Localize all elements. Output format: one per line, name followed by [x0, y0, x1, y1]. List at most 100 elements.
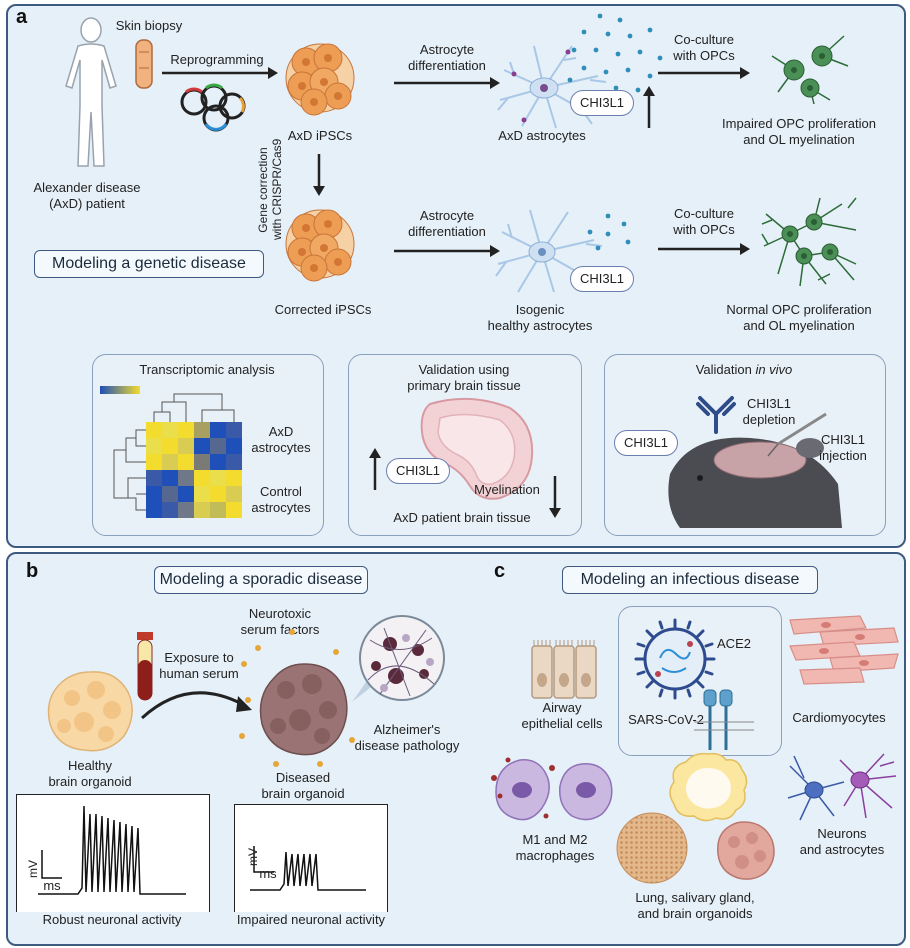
transcriptomic-control-line2: astrocytes	[251, 500, 311, 515]
validation-primary-title-line1: Validation using	[418, 362, 510, 377]
coculture-top-line2: with OPCs	[673, 48, 735, 63]
patient-figure-icon	[65, 17, 117, 167]
panel-a-title: Modeling a genetic disease	[34, 250, 264, 278]
transcriptomic-axd-line2: astrocytes	[251, 440, 311, 455]
impaired-ms-label: ms	[259, 866, 277, 881]
healthy-astrocyte-icon	[495, 209, 603, 293]
antibody-icon	[696, 396, 736, 434]
astro-diff-bottom-arrow	[394, 245, 500, 257]
panel-a-letter: a	[16, 6, 28, 28]
colorbar-legend	[100, 386, 140, 394]
airway-label-line2: epithelial cells	[521, 716, 603, 731]
pathology-zoom-icon	[352, 615, 445, 702]
cardiomyocytes-icon	[789, 615, 899, 685]
chi3l1-pill-invivo: CHI3L1	[614, 430, 678, 456]
gene-correction-label-line2: with CRISPR/Cas9	[270, 138, 284, 240]
chi3l1-pill-top: CHI3L1	[570, 90, 634, 116]
heatmap	[146, 422, 242, 518]
neurons-label-line2: and astrocytes	[799, 842, 885, 857]
sars-cov-2-icon	[634, 618, 716, 700]
chi3l1-up-arrow-primary	[369, 448, 381, 490]
isogenic-label-line1: Isogenic	[515, 302, 565, 317]
reprogramming-label: Reprogramming	[170, 52, 264, 67]
organoids-label-line2: and brain organoids	[637, 906, 753, 921]
impaired-trace	[250, 846, 366, 891]
panel-c-title: Modeling an infectious disease	[562, 566, 818, 594]
diseased-organoid-line1: Diseased	[275, 770, 331, 785]
astro-diff-bottom-line2: differentiation	[408, 224, 486, 239]
blood-tube-icon	[137, 632, 153, 701]
robust-trace	[38, 805, 186, 895]
axd-ipscs-label: AxD iPSCs	[287, 128, 353, 143]
axd-astrocytes-label: AxD astrocytes	[498, 128, 586, 143]
secreted-dots-top-icon	[567, 13, 663, 93]
mouse-icon	[668, 412, 842, 528]
panel-b-title: Modeling a sporadic disease	[154, 566, 368, 594]
biopsy-tube-icon	[135, 39, 153, 89]
plasmid-icon	[180, 83, 246, 132]
macrophages-icon	[491, 757, 613, 821]
neurotoxic-label-line1: Neurotoxic	[248, 606, 312, 621]
myelination-label: Myelination	[474, 482, 540, 497]
patient-label-line1: Alexander disease	[33, 180, 141, 195]
panel-c-letter: c	[494, 560, 506, 582]
alzheimer-label-line2: disease pathology	[354, 738, 460, 753]
ace2-receptor-icon	[694, 689, 754, 750]
transcriptomic-axd-line1: AxD	[268, 424, 294, 439]
lung-organoid-icon	[669, 752, 748, 822]
myelination-down-arrow	[549, 476, 561, 518]
healthy-organoid-line2: brain organoid	[48, 774, 132, 789]
validation-invivo-title-prefix: Validation	[695, 362, 756, 377]
serum-factor-dots-icon	[239, 629, 355, 767]
depletion-label-line1: CHI3L1	[746, 396, 792, 411]
robust-mv-label: mV	[26, 860, 40, 878]
normal-label-line2: and OL myelination	[743, 318, 855, 333]
exposure-label-line1: Exposure to	[164, 650, 234, 665]
gene-correction-arrow	[313, 154, 325, 196]
depletion-label-line2: depletion	[742, 412, 796, 427]
coculture-bottom-line1: Co-culture	[674, 206, 734, 221]
cardiomyocytes-label: Cardiomyocytes	[792, 710, 886, 725]
coculture-top-arrow	[658, 67, 750, 79]
dendrogram-left	[113, 429, 146, 511]
axd-ipscs-cluster-icon	[285, 43, 355, 116]
corrected-ipscs-cluster-icon	[285, 209, 355, 282]
injection-label-line1: CHI3L1	[820, 432, 866, 447]
secreted-dots-bottom-icon	[587, 213, 631, 251]
diseased-organoid-line2: brain organoid	[261, 786, 345, 801]
panel-b-letter: b	[26, 560, 39, 582]
transcriptomic-control-line1: Control	[260, 484, 302, 499]
exposure-arrow	[140, 691, 252, 720]
patient-label-line2: (AxD) patient	[49, 196, 125, 211]
brain-organoid-c-icon	[717, 821, 775, 880]
normal-label-line1: Normal OPC proliferation	[726, 302, 872, 317]
airway-label-line1: Airway	[542, 700, 582, 715]
skin-biopsy-label: Skin biopsy	[115, 18, 183, 33]
validation-invivo-title-italic: in vivo	[755, 362, 793, 377]
chi3l1-up-arrow-top	[643, 86, 655, 128]
sars-label: SARS-CoV-2	[628, 712, 704, 727]
dendrogram-top	[153, 393, 235, 422]
astro-diff-top-arrow	[394, 77, 500, 89]
macrophages-label-line1: M1 and M2	[522, 832, 588, 847]
axd-astrocyte-icon	[497, 45, 607, 129]
normal-ol-icon	[761, 197, 857, 287]
brain-tissue-icon	[420, 397, 534, 500]
injection-label-line2: injection	[819, 448, 867, 463]
neurons-label-line1: Neurons	[817, 826, 867, 841]
salivary-organoid-icon	[616, 812, 688, 884]
neurons-astrocytes-icon	[787, 753, 897, 821]
gene-correction-label-line1: Gene correction	[256, 147, 270, 233]
healthy-organoid-icon	[47, 671, 133, 752]
impaired-label-line2: and OL myelination	[743, 132, 855, 147]
reprogramming-arrow	[162, 67, 278, 79]
chi3l1-pill-primary: CHI3L1	[386, 458, 450, 484]
coculture-top-line1: Co-culture	[674, 32, 734, 47]
corrected-ipscs-label: Corrected iPSCs	[274, 302, 372, 317]
neurotoxic-label-line2: serum factors	[240, 622, 320, 637]
airway-cells-icon	[531, 640, 597, 699]
impaired-ol-icon	[771, 35, 849, 105]
coculture-bottom-line2: with OPCs	[673, 222, 735, 237]
organoids-label-line1: Lung, salivary gland,	[635, 890, 755, 905]
impaired-activity-label: Impaired neuronal activity	[226, 912, 396, 928]
